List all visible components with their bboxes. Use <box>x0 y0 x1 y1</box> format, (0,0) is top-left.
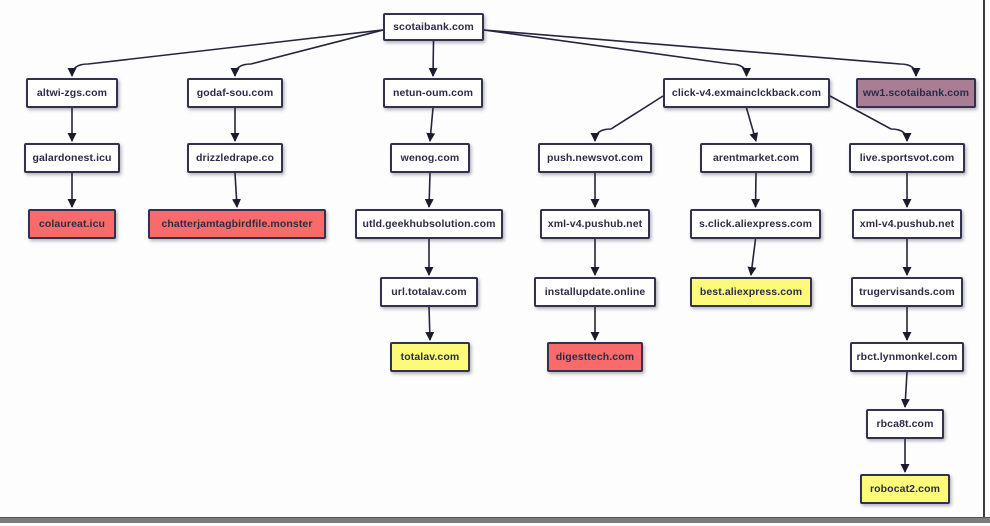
node-label: utld.geekhubsolution.com <box>362 218 496 230</box>
edge <box>426 107 436 142</box>
edge <box>900 371 910 408</box>
node-label: colaureat.icu <box>38 218 106 230</box>
node-label: wenog.com <box>400 152 460 164</box>
node-label: xml-v4.pushub.net <box>859 218 955 230</box>
node-label: altwi-zgs.com <box>36 87 108 99</box>
node-label: xml-v4.pushub.net <box>547 218 643 230</box>
node-label: click-v4.exmainclckback.com <box>671 87 822 99</box>
node-label: netun-oum.com <box>392 87 474 99</box>
node-label: rbct.lynmonkel.com <box>856 351 958 363</box>
node-chatterjamtagbirdfile-monster: chatterjamtagbirdfile.monster <box>148 209 326 239</box>
node-best-aliexpress-com: best.aliexpress.com <box>690 277 812 307</box>
node-scotaibank-com: scotaibank.com <box>383 13 484 41</box>
node-label: scotaibank.com <box>393 21 474 33</box>
node-digesttech-com: digesttech.com <box>547 342 643 372</box>
node-label: galardonest.icu <box>32 152 112 164</box>
node-arentmarket-com: arentmarket.com <box>700 143 812 173</box>
edge <box>590 95 664 142</box>
edge <box>751 172 761 208</box>
edge <box>232 172 242 208</box>
node-label: live.sportsvot.com <box>859 152 955 164</box>
edge <box>428 40 438 77</box>
window-right-border <box>983 0 985 518</box>
node-label: arentmarket.com <box>712 152 800 164</box>
node-label: s.click.aliexpress.com <box>698 218 813 230</box>
node-colaureat-icu: colaureat.icu <box>28 209 116 239</box>
node-wenog-com: wenog.com <box>390 143 470 173</box>
node-url-totalav-com: url.totalav.com <box>380 277 478 307</box>
node-label: best.aliexpress.com <box>699 286 803 298</box>
edge <box>424 172 434 208</box>
edge <box>483 29 751 77</box>
node-xml-v4-pushub-net: xml-v4.pushub.net <box>540 209 650 239</box>
node-utld-geekhubsolution-com: utld.geekhubsolution.com <box>355 209 503 239</box>
node-ww1-scotaibank-com: ww1.scotaibank.com <box>856 78 976 108</box>
node-label: url.totalav.com <box>391 286 467 298</box>
node-label: push.newsvot.com <box>546 152 644 164</box>
node-xml-v4-pushub-net-2: xml-v4.pushub.net <box>852 209 962 239</box>
node-label: totalav.com <box>400 351 460 363</box>
node-label: godaf-sou.com <box>196 87 274 99</box>
node-rbct-lynmonkel-com: rbct.lynmonkel.com <box>850 342 964 372</box>
node-label: drizzledrape.co <box>196 152 274 164</box>
node-push-newsvot-com: push.newsvot.com <box>538 143 652 173</box>
node-drizzledrape-co: drizzledrape.co <box>187 143 283 173</box>
node-installupdate-online: installupdate.online <box>534 277 656 307</box>
node-rbca8t-com: rbca8t.com <box>866 409 944 439</box>
edge <box>483 29 921 77</box>
node-label: chatterjamtagbirdfile.monster <box>161 218 313 230</box>
edge <box>745 107 759 142</box>
node-trugervisands-com: trugervisands.com <box>851 277 963 307</box>
window-bottom-bar <box>0 517 990 523</box>
node-click-v4-exmainclckback-com: click-v4.exmainclckback.com <box>663 78 830 108</box>
node-godaf-sou-com: godaf-sou.com <box>187 78 283 108</box>
edge <box>67 29 384 77</box>
node-label: ww1.scotaibank.com <box>862 87 970 99</box>
node-altwi-zgs-com: altwi-zgs.com <box>26 78 118 108</box>
node-label: digesttech.com <box>555 351 635 363</box>
node-galardonest-icu: galardonest.icu <box>24 143 120 173</box>
edge <box>425 306 435 341</box>
node-live-sportsvot-com: live.sportsvot.com <box>849 143 965 173</box>
node-label: rbca8t.com <box>876 418 934 430</box>
node-s-click-aliexpress-com: s.click.aliexpress.com <box>690 209 821 239</box>
node-robocat2-com: robocat2.com <box>860 474 950 504</box>
node-netun-oum-com: netun-oum.com <box>383 78 483 108</box>
node-label: installupdate.online <box>544 286 646 298</box>
edge <box>747 238 757 276</box>
edge <box>230 29 384 77</box>
node-label: trugervisands.com <box>859 286 955 298</box>
node-totalav-com: totalav.com <box>390 342 470 372</box>
node-label: robocat2.com <box>869 483 941 495</box>
